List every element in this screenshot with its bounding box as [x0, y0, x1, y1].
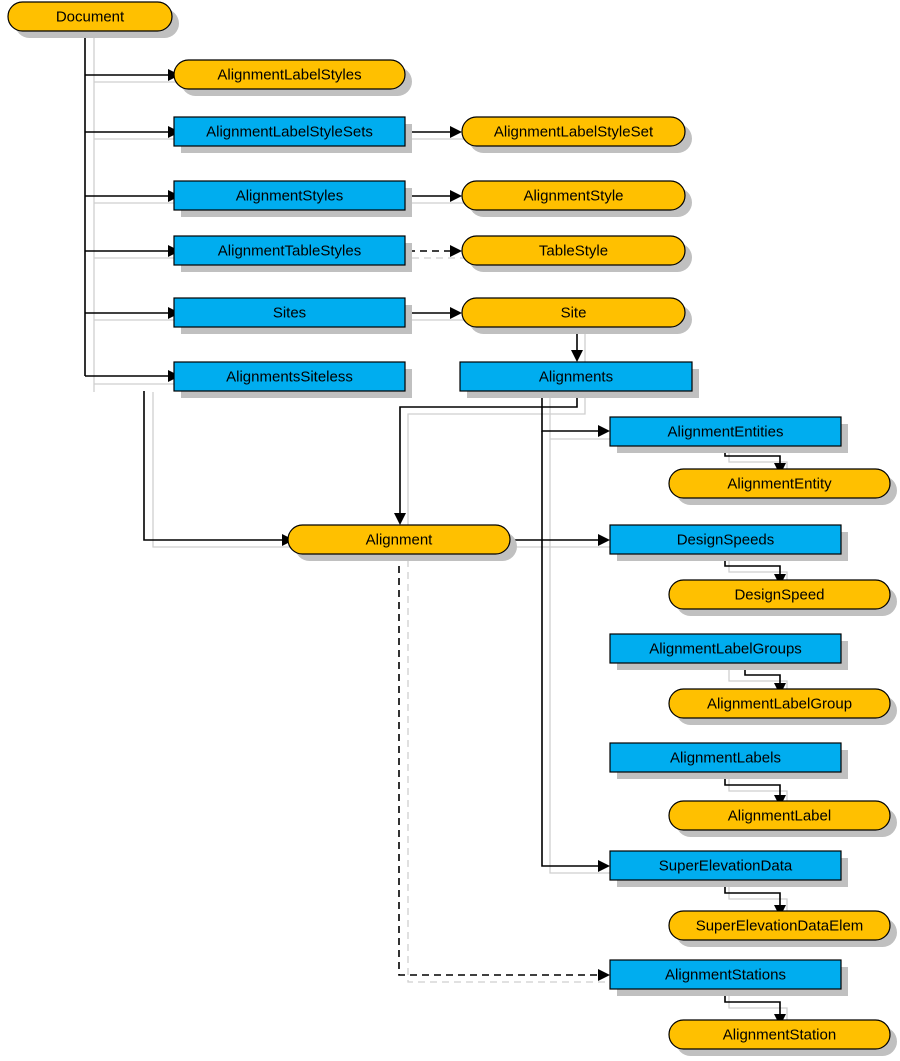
edge-alignments-to-alignment [399, 391, 578, 513]
node-alignmentEntity[interactable]: AlignmentEntity [668, 468, 897, 505]
node-body[interactable] [7, 1, 173, 32]
node-alignmentLabelGroup[interactable]: AlignmentLabelGroup [668, 688, 897, 725]
node-body[interactable] [609, 416, 842, 447]
node-body[interactable] [173, 361, 406, 392]
node-body[interactable] [609, 524, 842, 555]
node-alignmentStation[interactable]: AlignmentStation [668, 1019, 897, 1056]
node-body[interactable] [461, 297, 686, 328]
edge-alignments-to-superElevationData [541, 431, 598, 867]
node-body[interactable] [461, 180, 686, 211]
node-alignment[interactable]: Alignment [287, 524, 517, 561]
node-alignmentsSiteless[interactable]: AlignmentsSiteless [173, 361, 412, 398]
node-alignmentLabelStyles[interactable]: AlignmentLabelStyles [173, 59, 412, 96]
node-body[interactable] [173, 59, 406, 90]
edge-layer [84, 31, 788, 1028]
node-designSpeed[interactable]: DesignSpeed [668, 579, 897, 616]
node-body[interactable] [668, 579, 891, 610]
node-alignments[interactable]: Alignments [459, 361, 699, 398]
node-body[interactable] [609, 633, 842, 664]
node-body[interactable] [668, 1019, 891, 1050]
node-alignmentEntities[interactable]: AlignmentEntities [609, 416, 848, 453]
node-body[interactable] [668, 468, 891, 499]
node-superElevationDataElem[interactable]: SuperElevationDataElem [668, 910, 897, 947]
node-superElevationData[interactable]: SuperElevationData [609, 850, 848, 887]
node-body[interactable] [173, 116, 406, 147]
node-sites[interactable]: Sites [173, 297, 412, 334]
node-alignmentLabelGroups[interactable]: AlignmentLabelGroups [609, 633, 848, 670]
node-body[interactable] [459, 361, 693, 392]
node-designSpeeds[interactable]: DesignSpeeds [609, 524, 848, 561]
node-body[interactable] [609, 850, 842, 881]
node-body[interactable] [668, 800, 891, 831]
node-body[interactable] [668, 688, 891, 719]
node-body[interactable] [287, 524, 511, 555]
node-body[interactable] [173, 297, 406, 328]
node-alignmentStyles[interactable]: AlignmentStyles [173, 180, 412, 217]
edge-alignment-to-alignmentStations [398, 554, 598, 976]
edge-alignmentsSiteless-to-alignment [143, 391, 282, 541]
node-alignmentLabel[interactable]: AlignmentLabel [668, 800, 897, 837]
node-site[interactable]: Site [461, 297, 692, 334]
node-alignmentStations[interactable]: AlignmentStations [609, 959, 848, 996]
node-body[interactable] [461, 116, 686, 147]
node-document[interactable]: Document [7, 1, 179, 38]
node-alignmentLabelStyleSets[interactable]: AlignmentLabelStyleSets [173, 116, 412, 153]
node-body[interactable] [173, 180, 406, 211]
node-body[interactable] [668, 910, 891, 941]
main-edges [84, 31, 786, 1026]
node-tableStyle[interactable]: TableStyle [461, 235, 692, 272]
node-body[interactable] [609, 959, 842, 990]
node-alignmentStyle[interactable]: AlignmentStyle [461, 180, 692, 217]
node-alignmentLabelStyleSet[interactable]: AlignmentLabelStyleSet [461, 116, 692, 153]
node-body[interactable] [461, 235, 686, 266]
node-layer: DocumentAlignmentLabelStylesAlignmentLab… [7, 1, 897, 1056]
node-body[interactable] [609, 742, 842, 773]
node-alignmentTableStyles[interactable]: AlignmentTableStyles [173, 235, 412, 272]
node-body[interactable] [173, 235, 406, 266]
node-alignmentLabels[interactable]: AlignmentLabels [609, 742, 848, 779]
